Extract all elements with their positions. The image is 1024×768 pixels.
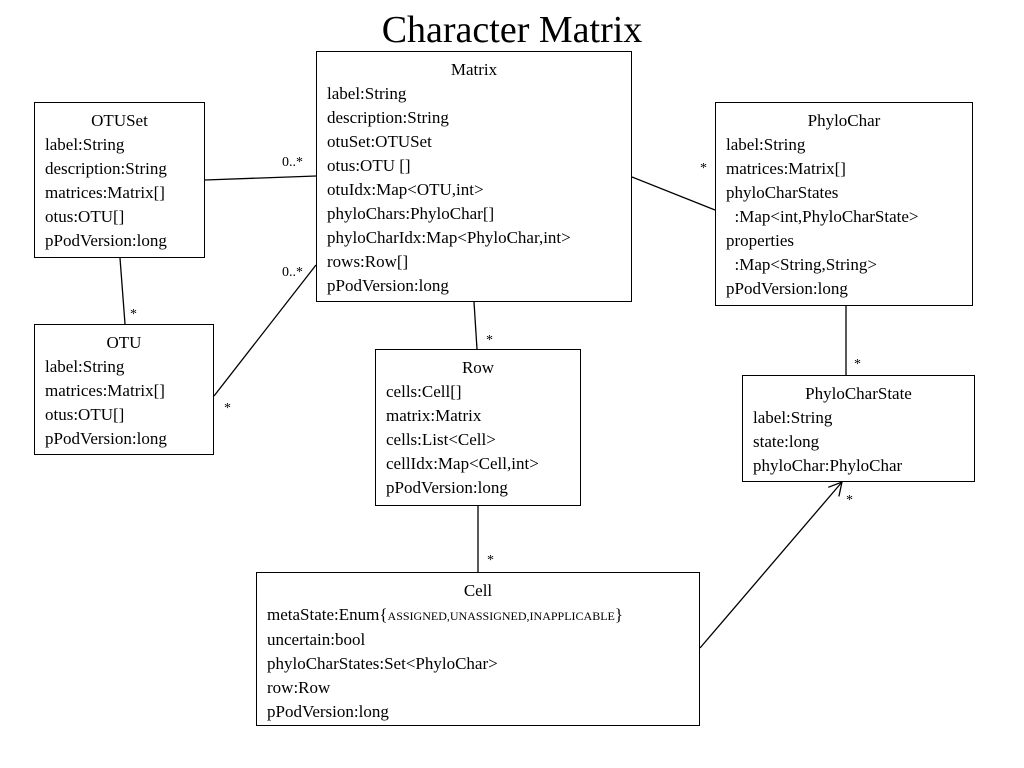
- metastate-values: ASSIGNED,UNASSIGNED,INAPPLICABLE: [387, 609, 615, 623]
- class-cell: Cell metaState:Enum{ASSIGNED,UNASSIGNED,…: [256, 572, 700, 726]
- attribute: label:String: [753, 408, 833, 427]
- attribute: cells:Cell[]: [386, 382, 462, 401]
- multiplicity-phylochar-state: *: [854, 357, 861, 372]
- attribute: properties: [726, 231, 794, 250]
- link-cell-state: [699, 480, 843, 649]
- class-name: Cell: [463, 581, 493, 600]
- link-otuset-matrix: [204, 175, 317, 181]
- metastate-suffix: }: [614, 605, 624, 624]
- class-otu: OTU label:String matrices:Matrix[] otus:…: [34, 324, 214, 455]
- attribute: phyloChar:PhyloChar: [753, 456, 903, 475]
- class-name: Row: [461, 358, 495, 377]
- attribute: pPodVersion:long: [726, 279, 848, 298]
- class-matrix: Matrix label:String description:String o…: [316, 51, 632, 302]
- attribute: :Map<int,PhyloCharState>: [726, 207, 919, 226]
- class-name: Matrix: [450, 60, 498, 79]
- attribute: label:String: [327, 84, 407, 103]
- class-name: PhyloCharState: [805, 384, 912, 403]
- attribute: otuSet:OTUSet: [327, 132, 432, 151]
- attribute: pPodVersion:long: [386, 478, 508, 497]
- attribute: phyloCharStates: [726, 183, 839, 202]
- attribute: label:String: [45, 135, 125, 154]
- attribute: rows:Row[]: [327, 252, 409, 271]
- multiplicity-otuset-matrix: 0..*: [282, 155, 303, 170]
- multiplicity-otuset-otu: *: [130, 307, 137, 322]
- attribute: pPodVersion:long: [267, 702, 389, 721]
- attribute: matrices:Matrix[]: [726, 159, 846, 178]
- attribute: otuIdx:Map<OTU,int>: [327, 180, 484, 199]
- class-row: Row cells:Cell[] matrix:Matrix cells:Lis…: [375, 349, 581, 506]
- attribute: description:String: [45, 159, 167, 178]
- link-otuset-otu: [119, 257, 126, 325]
- attribute: otus:OTU []: [327, 156, 411, 175]
- attribute: pPodVersion:long: [45, 429, 167, 448]
- metastate-prefix: metaState:Enum{: [267, 605, 388, 624]
- attribute: matrix:Matrix: [386, 406, 482, 425]
- attribute: pPodVersion:long: [45, 231, 167, 250]
- attribute: phyloCharIdx:Map<PhyloChar,int>: [327, 228, 571, 247]
- link-matrix-phylochar: [631, 176, 716, 211]
- attribute: state:long: [753, 432, 820, 451]
- attribute: phyloChars:PhyloChar[]: [327, 204, 495, 223]
- diagram-title: Character Matrix: [381, 9, 643, 51]
- attribute: matrices:Matrix[]: [45, 183, 165, 202]
- attribute: pPodVersion:long: [327, 276, 449, 295]
- multiplicity-row-cell: *: [487, 553, 494, 568]
- attribute: :Map<String,String>: [726, 255, 877, 274]
- multiplicity-matrix-row: *: [486, 333, 493, 348]
- multiplicity-otu-matrix-bottom: *: [224, 401, 231, 416]
- attribute: label:String: [45, 357, 125, 376]
- link-matrix-row: [473, 301, 478, 350]
- attribute: description:String: [327, 108, 449, 127]
- class-phylocharstate: PhyloCharState label:String state:long p…: [742, 375, 975, 482]
- attribute: phyloCharStates:Set<PhyloChar>: [267, 654, 498, 673]
- attribute: cells:List<Cell>: [386, 430, 496, 449]
- attribute-metastate: metaState:Enum{ASSIGNED,UNASSIGNED,INAPP…: [267, 603, 689, 628]
- link-otu-matrix: [213, 264, 317, 397]
- attribute: label:String: [726, 135, 806, 154]
- class-otuset: OTUSet label:String description:String m…: [34, 102, 205, 258]
- attribute: matrices:Matrix[]: [45, 381, 165, 400]
- class-name: OTU: [106, 333, 142, 352]
- attribute: uncertain:bool: [267, 630, 366, 649]
- multiplicity-otu-matrix-top: 0..*: [282, 265, 303, 280]
- class-name: PhyloChar: [807, 111, 881, 130]
- attribute: cellIdx:Map<Cell,int>: [386, 454, 539, 473]
- class-name: OTUSet: [91, 111, 148, 130]
- class-phylochar: PhyloChar label:String matrices:Matrix[]…: [715, 102, 973, 306]
- attribute: otus:OTU[]: [45, 207, 125, 226]
- attribute: otus:OTU[]: [45, 405, 125, 424]
- multiplicity-matrix-phylochar: *: [700, 161, 707, 176]
- attribute: row:Row: [267, 678, 331, 697]
- multiplicity-cell-state: *: [846, 493, 853, 508]
